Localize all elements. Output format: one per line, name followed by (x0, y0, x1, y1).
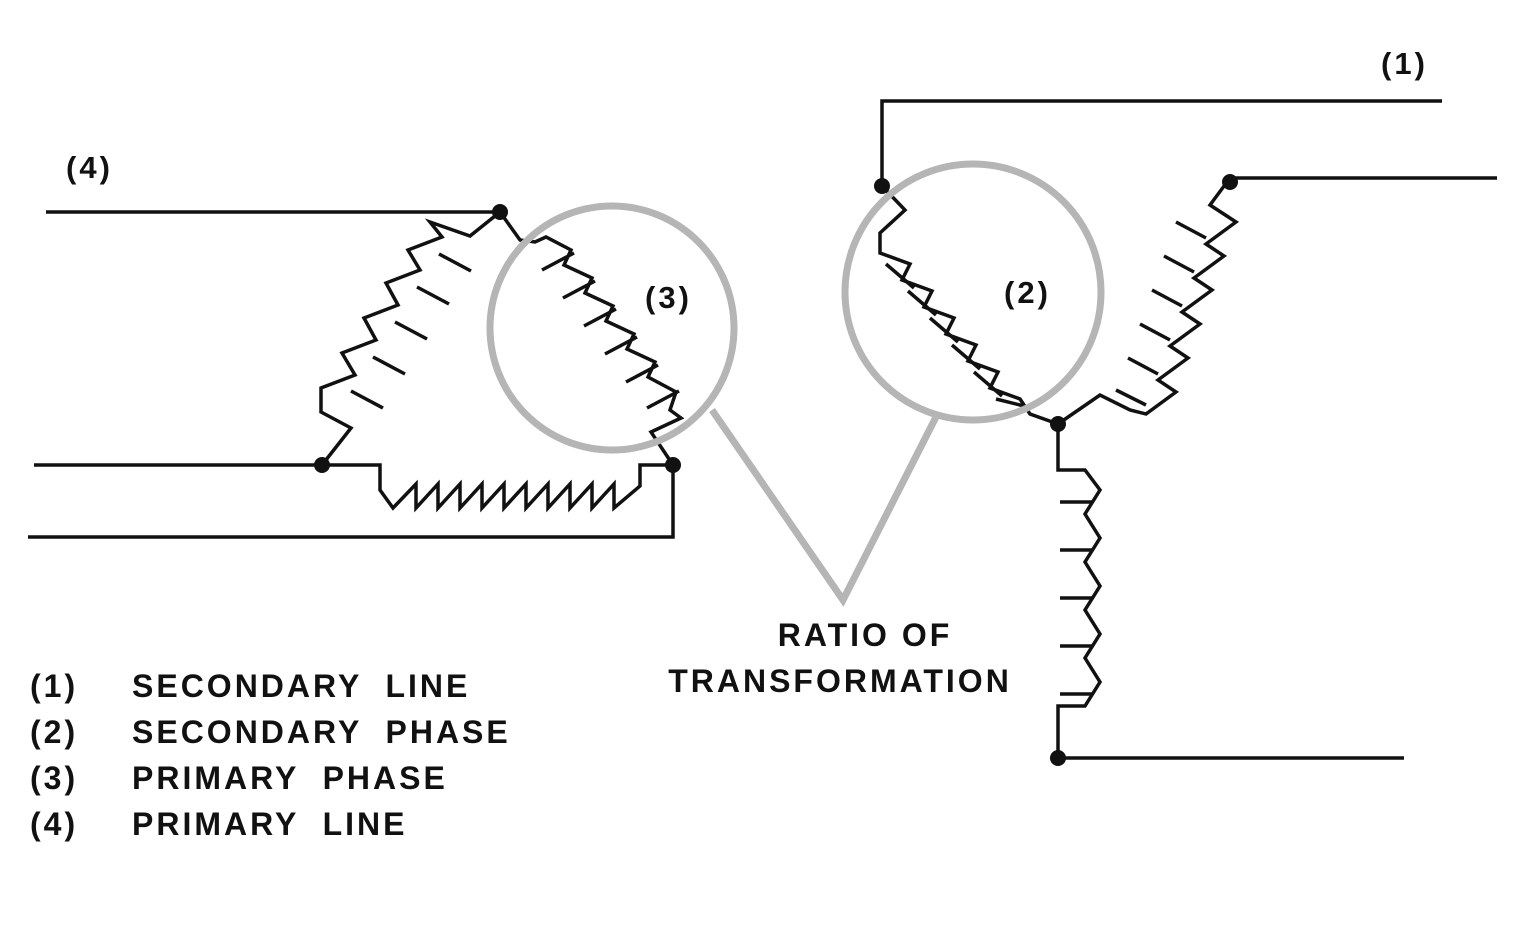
wye-right-winding (1057, 176, 1240, 426)
primary-line-bottom (28, 465, 675, 539)
secondary-line-top (880, 99, 1442, 186)
junction-dot (1222, 174, 1238, 190)
junction-dot (492, 204, 508, 220)
junction-dot (1050, 750, 1066, 766)
callout-1: (1) (1381, 46, 1428, 81)
callout-pointer (709, 408, 940, 607)
wye-left-winding (878, 184, 1059, 426)
legend-text-3: PRIMARY PHASE (132, 760, 448, 796)
ratio-label-line2: TRANSFORMATION (668, 663, 1012, 699)
wye-right-teeth (1115, 220, 1207, 407)
legend: (1) SECONDARY LINE (2) SECONDARY PHASE (… (30, 668, 511, 842)
legend-num-3: (3) (30, 760, 78, 796)
junction-dots (314, 174, 1238, 766)
ratio-label-line1: RATIO OF (778, 617, 953, 653)
callout-4: (4) (66, 150, 113, 185)
legend-num-2: (2) (30, 714, 78, 750)
ratio-callout (486, 160, 1105, 607)
delta-right-winding (498, 210, 685, 466)
wye-left-teeth (884, 262, 1025, 408)
wye-bottom-teeth (1060, 500, 1092, 696)
primary-phase-callout-circle (486, 202, 738, 454)
wye-bottom-winding (1056, 424, 1103, 758)
delta-bottom-winding (322, 463, 673, 513)
delta-left-winding (319, 210, 502, 467)
callout-2: (2) (1004, 275, 1051, 310)
junction-dot (874, 178, 890, 194)
legend-text-4: PRIMARY LINE (132, 806, 407, 842)
delta-right-teeth (541, 251, 680, 410)
junction-dot (1050, 416, 1066, 432)
secondary-phase-callout-circle (841, 160, 1105, 424)
legend-num-4: (4) (30, 806, 78, 842)
legend-num-1: (1) (30, 668, 78, 704)
callout-3: (3) (645, 280, 692, 315)
junction-dot (665, 457, 681, 473)
wiring (28, 99, 1497, 760)
delta-left-teeth (350, 252, 472, 410)
legend-text-1: SECONDARY LINE (132, 668, 470, 704)
legend-text-2: SECONDARY PHASE (132, 714, 511, 750)
junction-dot (314, 457, 330, 473)
